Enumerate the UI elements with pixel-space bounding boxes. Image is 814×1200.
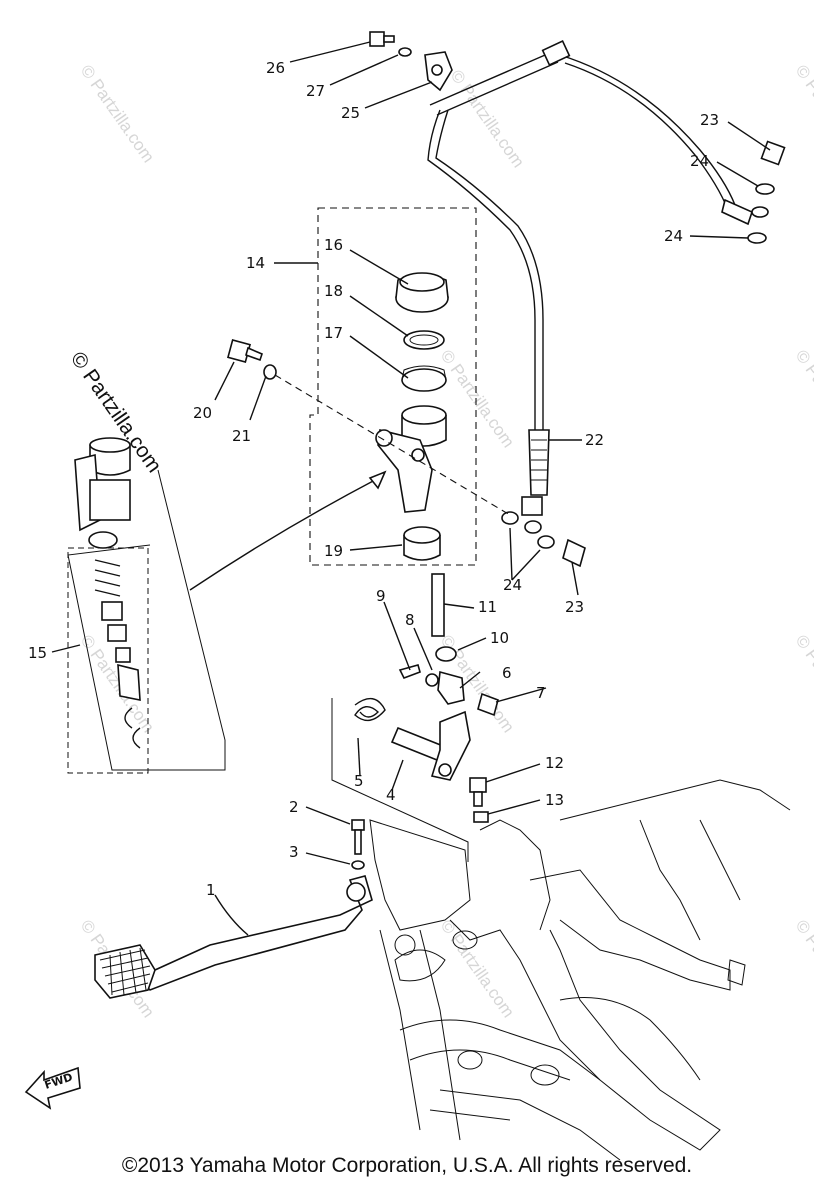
watermark: © Partzilla.com xyxy=(792,916,814,1021)
diaphragm-plate xyxy=(401,365,447,392)
callout-27: 27 xyxy=(306,82,325,100)
return-spring xyxy=(354,697,386,722)
callout-12: 12 xyxy=(545,754,564,772)
master-cylinder-body xyxy=(375,429,433,513)
callout-8: 8 xyxy=(405,611,415,629)
copyright-notice: ©2013 Yamaha Motor Corporation, U.S.A. A… xyxy=(121,1154,693,1177)
watermark: © Partzilla.com xyxy=(437,916,518,1021)
callout-24-lower: 24 xyxy=(503,576,522,594)
callout-23-lower: 23 xyxy=(565,598,584,616)
callout-1: 1 xyxy=(206,881,216,899)
watermark: © Partzilla.com xyxy=(77,61,158,166)
union-bolt-lower xyxy=(501,511,586,568)
callout-11: 11 xyxy=(478,598,497,616)
callout-5: 5 xyxy=(354,772,364,790)
watermark-layer: © Partzilla.com © Partzilla.com © Partzi… xyxy=(77,61,814,1021)
brake-pedal xyxy=(94,875,373,999)
callout-25: 25 xyxy=(341,104,360,122)
brake-shaft xyxy=(390,710,471,781)
callout-20: 20 xyxy=(193,404,212,422)
callout-7: 7 xyxy=(536,684,546,702)
callout-24-mid: 24 xyxy=(664,227,683,245)
kit-15-arrowhead xyxy=(368,470,387,490)
callout-14: 14 xyxy=(246,254,265,272)
callout-21: 21 xyxy=(232,427,251,445)
callout-26: 26 xyxy=(266,59,285,77)
callout-4: 4 xyxy=(386,786,396,804)
callout-15: 15 xyxy=(28,644,47,662)
adjust-bolt xyxy=(469,777,489,823)
callout-16: 16 xyxy=(324,236,343,254)
watermark: © Partzilla.com xyxy=(792,631,814,736)
boot xyxy=(403,526,441,561)
watermark: © Partzilla.com xyxy=(447,66,528,171)
callout-19: 19 xyxy=(324,542,343,560)
callout-13: 13 xyxy=(545,791,564,809)
master-cylinder-cap xyxy=(395,272,449,313)
callout-24-upper: 24 xyxy=(690,152,709,170)
callout-6: 6 xyxy=(502,664,512,682)
push-rod xyxy=(398,573,499,717)
kit-15-leader xyxy=(189,479,376,591)
fwd-arrow-icon: FWD xyxy=(24,1066,81,1110)
callout-10: 10 xyxy=(490,629,509,647)
callout-17: 17 xyxy=(324,324,343,342)
callout-23-upper: 23 xyxy=(700,111,719,129)
watermark: © Partzilla.com xyxy=(77,631,158,736)
hose-clamp xyxy=(369,31,453,92)
watermark: © Partzilla.com xyxy=(792,61,814,166)
kit-14-outline xyxy=(309,207,477,566)
kit-15-parts xyxy=(67,437,226,774)
callout-2: 2 xyxy=(289,798,299,816)
callout-leaders xyxy=(51,41,771,936)
watermark: © Partzilla.com xyxy=(792,346,814,451)
callout-3: 3 xyxy=(289,843,299,861)
kit-shaft-outline xyxy=(331,698,469,862)
watermark: © Partzilla.com xyxy=(437,346,518,451)
callout-9: 9 xyxy=(376,587,386,605)
bolt-axis-line xyxy=(274,374,511,516)
callout-labels: 1 2 3 4 5 6 7 8 9 10 11 12 13 14 15 16 1… xyxy=(28,59,719,899)
callout-18: 18 xyxy=(324,282,343,300)
mounting-bolt xyxy=(226,338,277,380)
cap-diaphragm xyxy=(403,330,445,350)
brake-hose xyxy=(427,40,753,516)
union-bolt-upper xyxy=(747,140,786,244)
callout-22: 22 xyxy=(585,431,604,449)
reservoir xyxy=(401,405,447,447)
frame xyxy=(369,779,791,1161)
pedal-bolt xyxy=(351,819,365,870)
